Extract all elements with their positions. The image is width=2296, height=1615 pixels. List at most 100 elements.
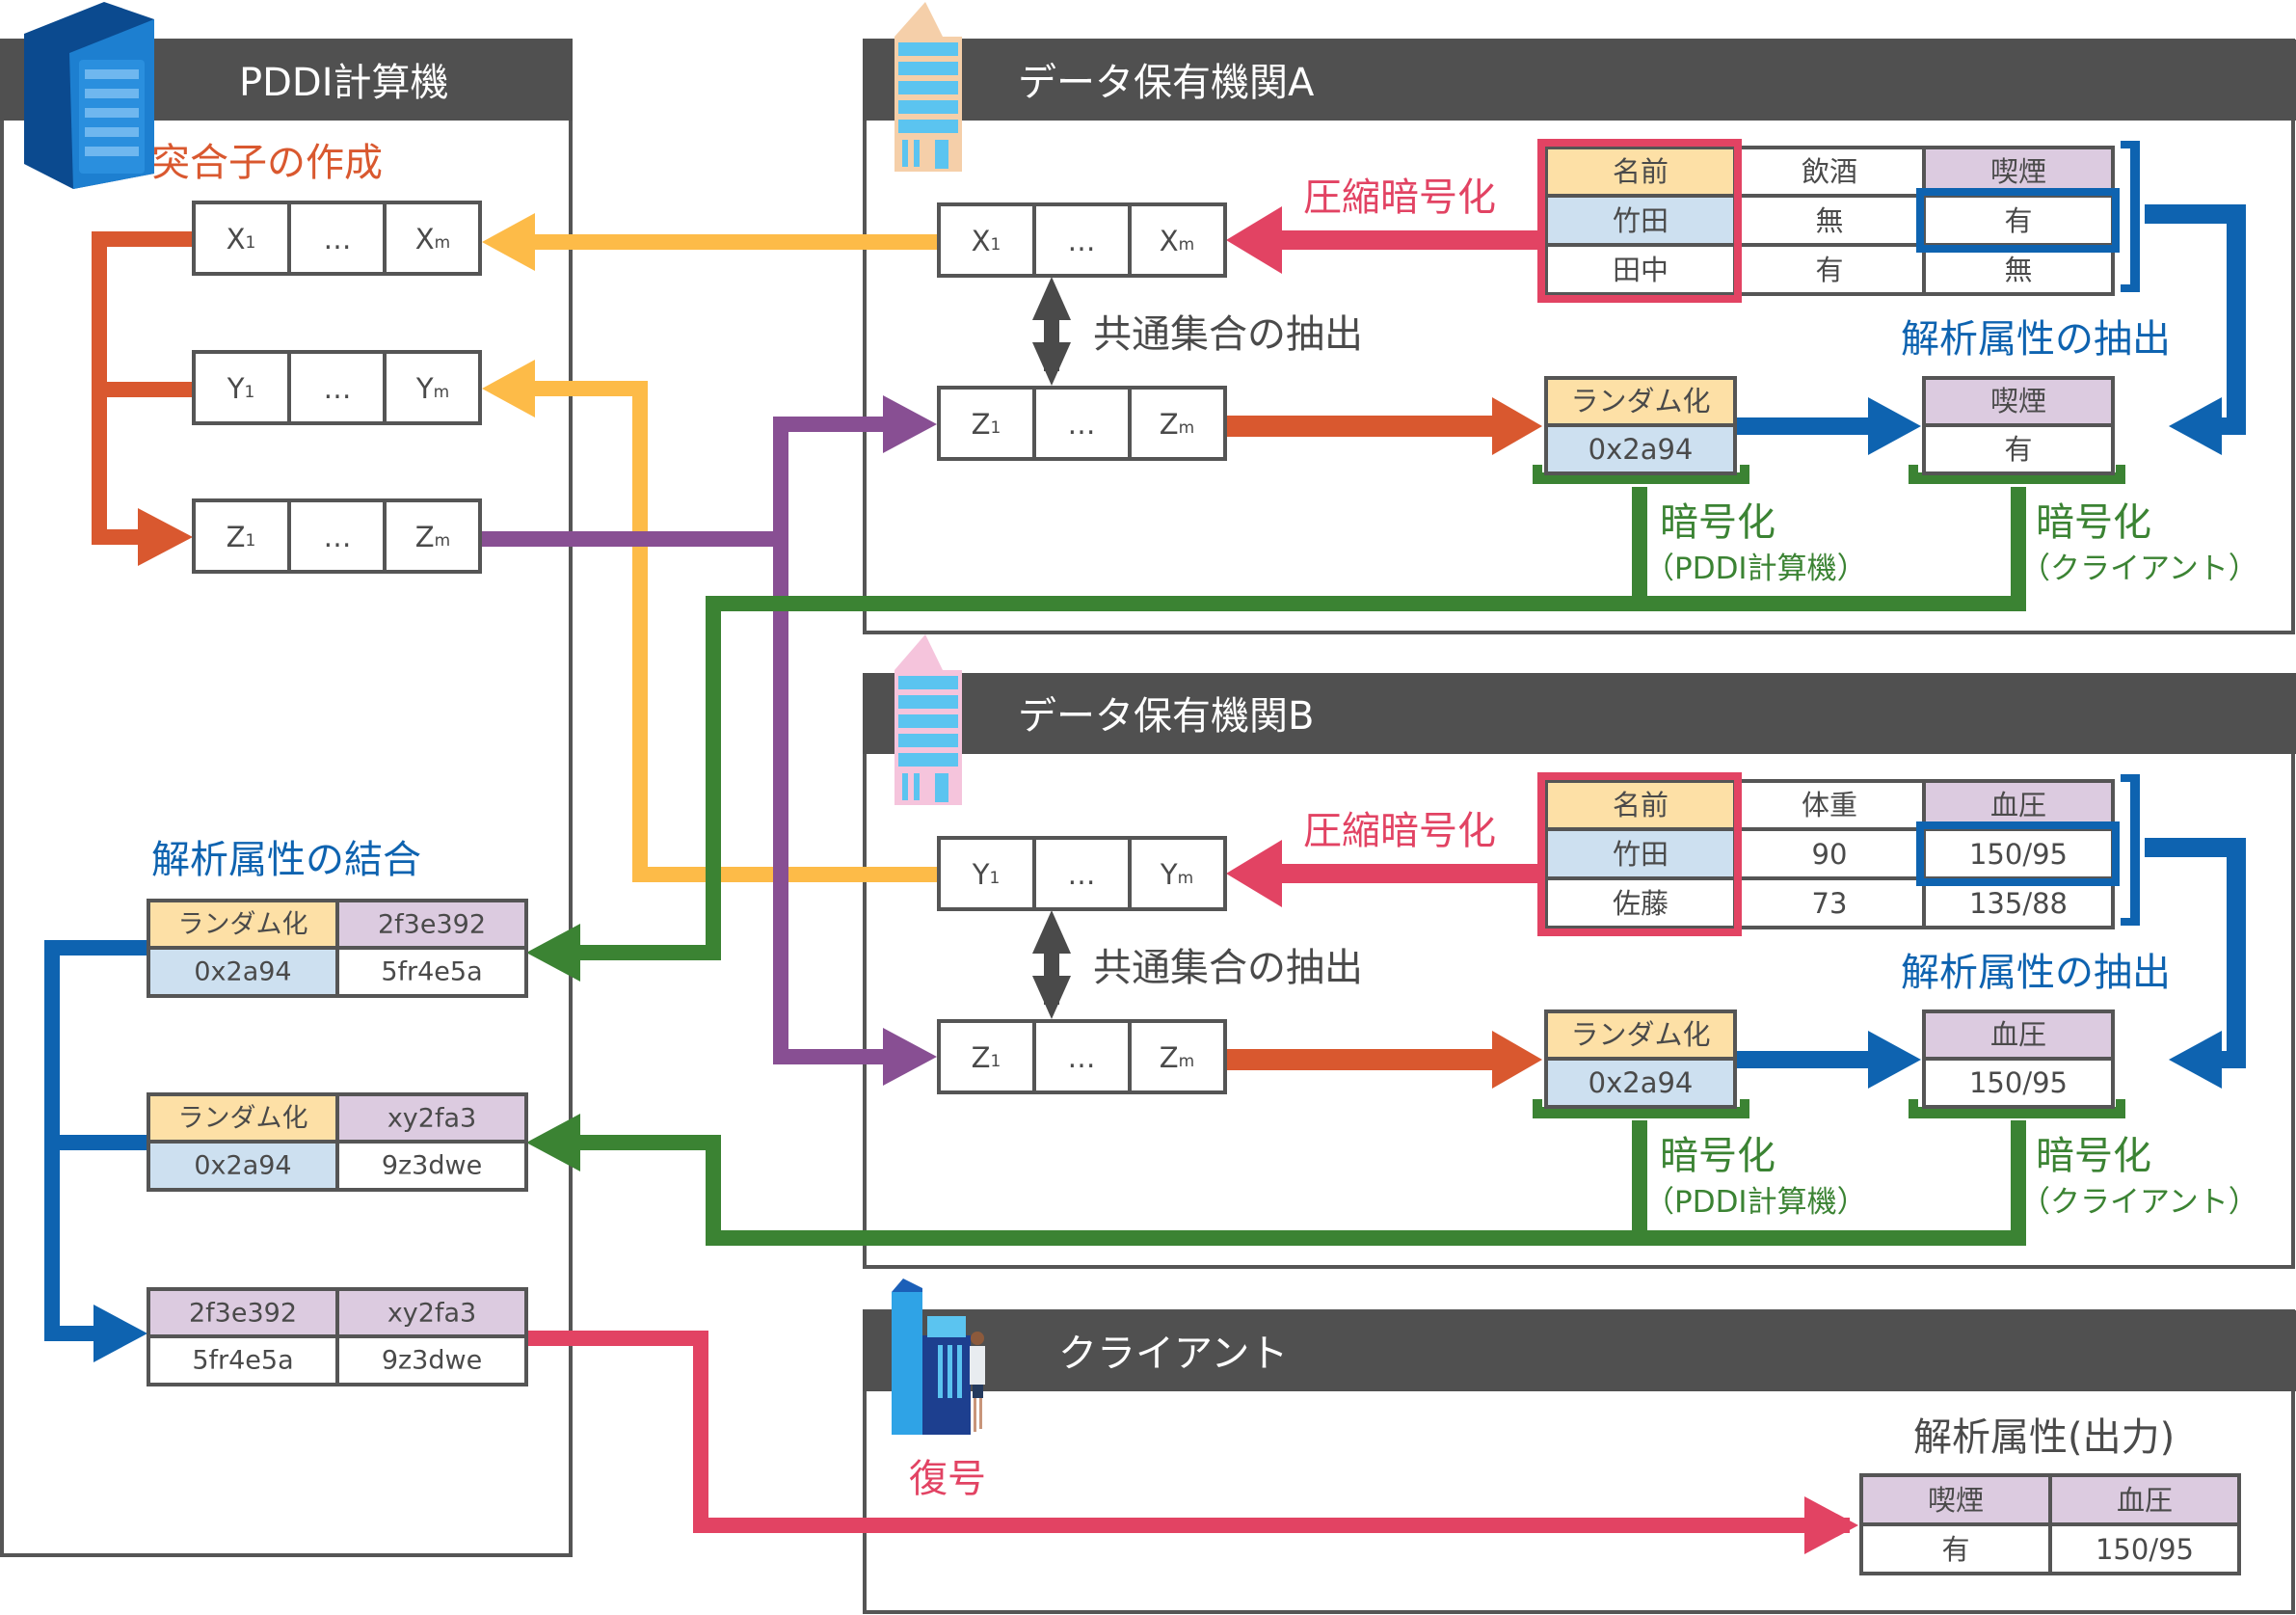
svg-text:Xm: Xm (1160, 225, 1194, 257)
svg-text:有: 有 (1815, 254, 1843, 286)
svg-text:2f3e392: 2f3e392 (378, 910, 486, 940)
org-b-random-box: ランダム化 0x2a94 (1544, 1009, 1737, 1109)
svg-text:5fr4e5a: 5fr4e5a (192, 1346, 293, 1376)
red-compress-arrow-b (1226, 840, 1542, 907)
common-set-arrow-b (1032, 910, 1071, 1019)
create-matcher-label: 突合子の作成 (151, 141, 383, 185)
arrow-head-icon (1868, 397, 1921, 455)
svg-text:Zm: Zm (415, 521, 450, 553)
arrow-head-icon (1492, 1031, 1542, 1089)
arrow-head-icon (482, 360, 535, 417)
svg-text:Ym: Ym (415, 372, 449, 405)
svg-text:X1: X1 (972, 225, 1001, 257)
svg-text:150/95: 150/95 (2096, 1533, 2194, 1566)
svg-text:xy2fa3: xy2fa3 (387, 1104, 476, 1134)
org-a-source-table: 名前 飲酒 喫煙 竹田 無 有 田中 有 無 (1537, 139, 2120, 303)
svg-text:Y1: Y1 (972, 858, 1001, 891)
svg-text:血圧: 血圧 (1990, 1018, 2046, 1051)
decrypt-label: 復号 (909, 1457, 986, 1501)
svg-text:名前: 名前 (1613, 789, 1669, 821)
name-column-highlight (1537, 139, 1742, 303)
double-arrow-icon (1032, 910, 1071, 954)
org-a-attr-box: 喫煙 有 (1922, 376, 2115, 475)
client-output-table: 喫煙 血圧 有 150/95 (1859, 1473, 2241, 1575)
purple-connector (479, 395, 937, 1086)
blue-arrows-b (1735, 774, 2246, 1089)
svg-text:0x2a94: 0x2a94 (194, 957, 291, 987)
org-a-encrypt-client-sub: （クライアント） (2020, 552, 2258, 586)
svg-text:喫煙: 喫煙 (1990, 385, 2046, 417)
pddi-x-row: X1 … Xm (192, 201, 482, 276)
org-a-extract-label: 解析属性の抽出 (1901, 317, 2171, 362)
svg-text:Z1: Z1 (972, 408, 1001, 441)
svg-text:0x2a94: 0x2a94 (1589, 433, 1694, 466)
svg-text:無: 無 (2004, 254, 2032, 286)
arrow-head-icon (526, 924, 580, 982)
org-b-encrypt-pddi-label: 暗号化 (1660, 1134, 1775, 1178)
blue-connector-join (44, 940, 150, 1362)
org-a-header-bar (863, 40, 2296, 121)
svg-text:90: 90 (1812, 838, 1848, 871)
svg-text:喫煙: 喫煙 (1928, 1484, 1984, 1517)
arrow-head-icon (883, 395, 937, 453)
arrow-head-icon (883, 1028, 937, 1086)
green-connector-a (526, 487, 2026, 982)
pddi-y-row: Y1 … Ym (192, 350, 482, 425)
svg-text:Zm: Zm (1160, 1041, 1194, 1074)
svg-text:Z1: Z1 (972, 1041, 1001, 1074)
svg-text:ランダム化: ランダム化 (178, 910, 308, 940)
svg-text:Zm: Zm (1160, 408, 1194, 441)
org-b-extract-label: 解析属性の抽出 (1901, 951, 2171, 995)
org-b-compress-label: 圧縮暗号化 (1303, 809, 1496, 853)
svg-text:血圧: 血圧 (1990, 789, 2046, 821)
svg-text:…: … (324, 521, 352, 553)
common-set-arrow-a (1032, 277, 1071, 386)
svg-text:名前: 名前 (1613, 155, 1669, 188)
svg-text:9z3dwe: 9z3dwe (382, 1346, 482, 1376)
pink-connector-decrypt (525, 1331, 1858, 1554)
svg-text:ランダム化: ランダム化 (178, 1104, 308, 1134)
org-b-title: データ保有機関B (1018, 694, 1314, 739)
join-table-1: ランダム化 2f3e392 0x2a94 5fr4e5a (147, 899, 528, 998)
svg-text:体重: 体重 (1802, 789, 1857, 821)
svg-text:0x2a94: 0x2a94 (194, 1151, 291, 1181)
blue-arrows-a (1735, 141, 2246, 455)
org-a-compress-label: 圧縮暗号化 (1303, 175, 1496, 220)
client-building-person-icon (892, 1279, 985, 1435)
org-b-source-table: 名前 体重 血圧 竹田 90 150/95 佐藤 73 135/88 (1537, 772, 2120, 936)
name-column-highlight (1537, 772, 1742, 936)
client-header-bar (863, 1310, 2296, 1391)
org-b-encrypt-pddi-sub: （PDDI計算機） (1644, 1185, 1867, 1220)
org-a-z-row: Z1 … Zm (937, 386, 1227, 461)
org-b-y-row: Y1 … Ym (937, 836, 1227, 911)
svg-text:135/88: 135/88 (1969, 887, 2068, 920)
org-a-common-label: 共通集合の抽出 (1093, 312, 1363, 357)
svg-text:Z1: Z1 (227, 521, 256, 553)
arrow-head-icon (93, 1305, 147, 1362)
arrow-head-icon (1226, 840, 1282, 907)
client-panel: クライアント (863, 1309, 2296, 1614)
join-table-combined: 2f3e392 xy2fa3 5fr4e5a 9z3dwe (147, 1287, 528, 1386)
join-table-2: ランダム化 xy2fa3 0x2a94 9z3dwe (147, 1092, 528, 1192)
red-compress-arrow-a (1226, 206, 1542, 274)
org-a-encrypt-client-label: 暗号化 (2036, 500, 2151, 545)
svg-text:9z3dwe: 9z3dwe (382, 1151, 482, 1181)
svg-text:150/95: 150/95 (1969, 838, 2068, 871)
svg-text:田中: 田中 (1613, 254, 1669, 286)
office-building-icon-a (894, 2, 962, 172)
yellow-connector-x (482, 213, 940, 271)
svg-text:血圧: 血圧 (2117, 1484, 2173, 1517)
svg-text:竹田: 竹田 (1613, 204, 1669, 237)
svg-text:150/95: 150/95 (1969, 1066, 2068, 1099)
svg-text:ランダム化: ランダム化 (1570, 1018, 1710, 1051)
svg-text:ランダム化: ランダム化 (1570, 385, 1710, 417)
double-arrow-icon (1032, 277, 1071, 320)
arrow-head-icon (482, 213, 535, 271)
orange-arrow-b (1226, 1031, 1542, 1089)
svg-text:…: … (1068, 408, 1096, 441)
svg-text:有: 有 (2004, 433, 2032, 466)
svg-text:佐藤: 佐藤 (1613, 887, 1669, 920)
svg-text:飲酒: 飲酒 (1802, 155, 1857, 188)
attribute-cell-highlight (1916, 188, 2120, 253)
org-a-random-box: ランダム化 0x2a94 (1544, 376, 1737, 475)
